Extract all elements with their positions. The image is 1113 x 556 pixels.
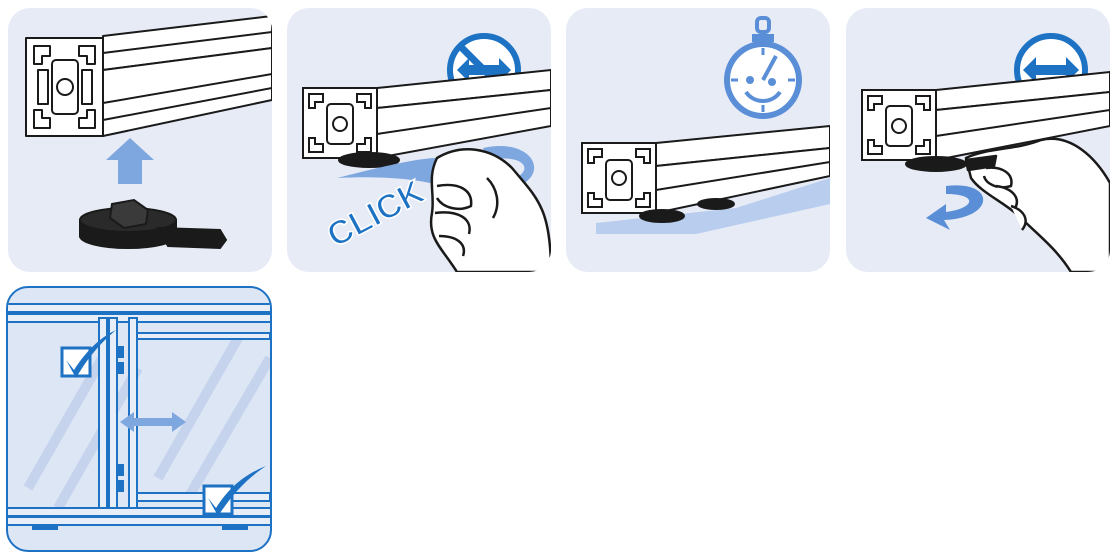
step-2-panel: CLICK bbox=[287, 8, 551, 272]
step-4-illustration bbox=[846, 8, 1110, 272]
step-5-illustration bbox=[8, 288, 270, 550]
step-1-illustration bbox=[8, 8, 272, 272]
stopwatch-smile-icon bbox=[727, 18, 799, 116]
step-4-panel bbox=[846, 8, 1110, 272]
rotate-arrow-icon bbox=[926, 185, 983, 230]
hand-illustration bbox=[966, 139, 1110, 272]
step-3-illustration bbox=[566, 8, 830, 272]
step-3-panel bbox=[566, 8, 830, 272]
aluminium-profile bbox=[26, 16, 272, 136]
click-label: CLICK bbox=[321, 173, 431, 256]
step-5-panel bbox=[6, 286, 272, 552]
arrow-up-icon bbox=[106, 138, 154, 184]
step-1-panel bbox=[8, 8, 272, 272]
step-2-illustration: CLICK bbox=[287, 8, 551, 272]
t-slot-nut-clamp bbox=[80, 200, 226, 248]
